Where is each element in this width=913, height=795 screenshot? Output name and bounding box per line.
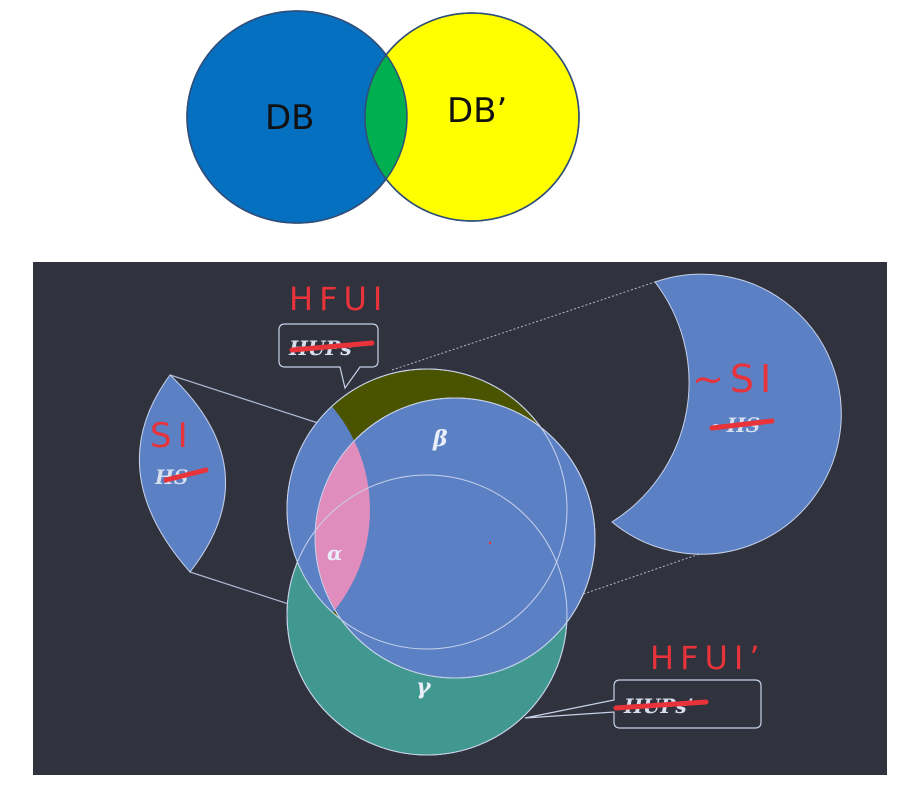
top-callout-handwritten-label: HFUI (289, 280, 388, 318)
db-prime-label: DB’ (447, 91, 507, 131)
top-venn-diagram: DB DB’ (186, 10, 580, 224)
top-callout-box (278, 323, 379, 390)
right-crescent-strike-mark (709, 418, 775, 431)
beta-label: β (432, 426, 448, 452)
left-lens-handwritten-label: SI (150, 416, 194, 456)
lens-connector-top (169, 374, 319, 424)
bottom-callout-strike-mark (613, 699, 709, 711)
top-callout-strike-mark (289, 340, 375, 353)
bottom-set-diagram: β α γ SI HS ~SI ~HS HFUI HUPs HFUI’ HUPs… (33, 262, 887, 775)
bottom-callout-handwritten-label: HFUI’ (650, 639, 766, 677)
gamma-label: γ (416, 674, 432, 700)
left-lens-strike-mark (163, 467, 209, 483)
right-crescent-handwritten-label: ~SI (692, 357, 777, 401)
alpha-label: α (327, 541, 342, 565)
db-label: DB (265, 98, 315, 138)
right-crescent-shape (611, 273, 842, 555)
